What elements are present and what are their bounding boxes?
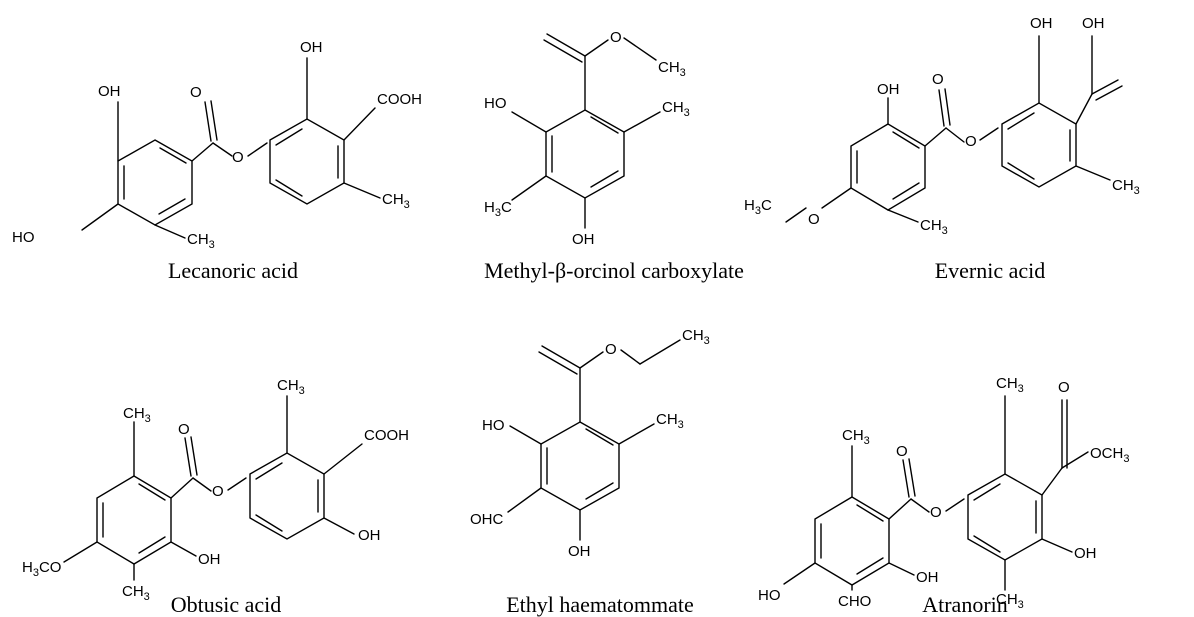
molecule-evernic-acid — [785, 35, 1123, 223]
atom-ch3: CH3​ — [658, 59, 686, 79]
atom-o: O — [896, 443, 908, 460]
atom-och3: OCH3​ — [1090, 445, 1129, 465]
atom-o: O — [808, 211, 820, 228]
atom-cooh: COOH — [364, 427, 409, 444]
atom-o: O — [1058, 379, 1070, 396]
atom-h3c: H3​C — [484, 199, 512, 219]
atom-o: O — [932, 71, 944, 88]
atom-ho: HO — [484, 95, 507, 112]
atom-o: O — [610, 29, 622, 46]
atom-oh: OH — [877, 81, 900, 98]
atom-ch3: CH3​ — [842, 427, 870, 447]
atom-oh: OH — [358, 527, 381, 544]
atom-ch3: CH3​ — [122, 583, 150, 603]
atom-ch3: CH3​ — [123, 405, 151, 425]
atom-ch3: CH3​ — [996, 591, 1024, 611]
molecule-ethyl-haematommate — [507, 339, 681, 541]
atom-ho: HO — [12, 229, 35, 246]
atom-ch3: CH3​ — [382, 191, 410, 211]
atom-ch3: CH3​ — [187, 231, 215, 251]
caption-lecanoric-acid: Lecanoric acid — [168, 258, 298, 283]
atom-oh: OH — [1030, 15, 1053, 32]
atom-oh: OH — [572, 231, 595, 248]
atom-ch3: CH3​ — [1112, 177, 1140, 197]
caption-evernic-acid: Evernic acid — [935, 258, 1046, 283]
atom-ch3: CH3​ — [277, 377, 305, 397]
atom-o: O — [605, 341, 617, 358]
atom-h3c: H3​C — [744, 197, 772, 217]
atom-ohc: OHC — [470, 511, 504, 528]
atom-cho: CHO — [838, 593, 871, 610]
atom-ch3: CH3​ — [920, 217, 948, 237]
caption-atranorin: Atranorin — [922, 592, 1008, 617]
molecule-atranorin — [783, 395, 1089, 591]
atom-o: O — [190, 84, 202, 101]
atom-oh: OH — [1082, 15, 1105, 32]
atom-h3co: H3​CO — [22, 559, 61, 579]
molecule-obtusic-acid — [63, 395, 363, 581]
atom-o: O — [930, 504, 942, 521]
atom-o: O — [232, 149, 244, 166]
molecule-lecanoric-acid — [81, 57, 381, 239]
atom-oh: OH — [916, 569, 939, 586]
atom-ho: HO — [758, 587, 781, 604]
atom-oh: OH — [300, 39, 323, 56]
atom-ch3: CH3​ — [682, 327, 710, 347]
atom-ch3: CH3​ — [656, 411, 684, 431]
caption-obtusic-acid: Obtusic acid — [171, 592, 282, 617]
atom-oh: OH — [568, 543, 591, 560]
atom-oh: OH — [198, 551, 221, 568]
atom-oh: OH — [1074, 545, 1097, 562]
atom-ch3: CH3​ — [996, 375, 1024, 395]
atom-cooh: COOH — [377, 91, 422, 108]
molecule-methyl-b-orcinol-carboxylate — [511, 33, 661, 229]
atom-o: O — [965, 133, 977, 150]
atom-o: O — [212, 483, 224, 500]
atom-ho: HO — [482, 417, 505, 434]
caption-methyl-b-orcinol-carboxylate: Methyl-β-orcinol carboxylate — [484, 258, 744, 283]
caption-ethyl-haematommate: Ethyl haematommate — [506, 592, 694, 617]
atom-o: O — [178, 421, 190, 438]
atom-ch3: CH3​ — [662, 99, 690, 119]
atom-oh: OH — [98, 83, 121, 100]
